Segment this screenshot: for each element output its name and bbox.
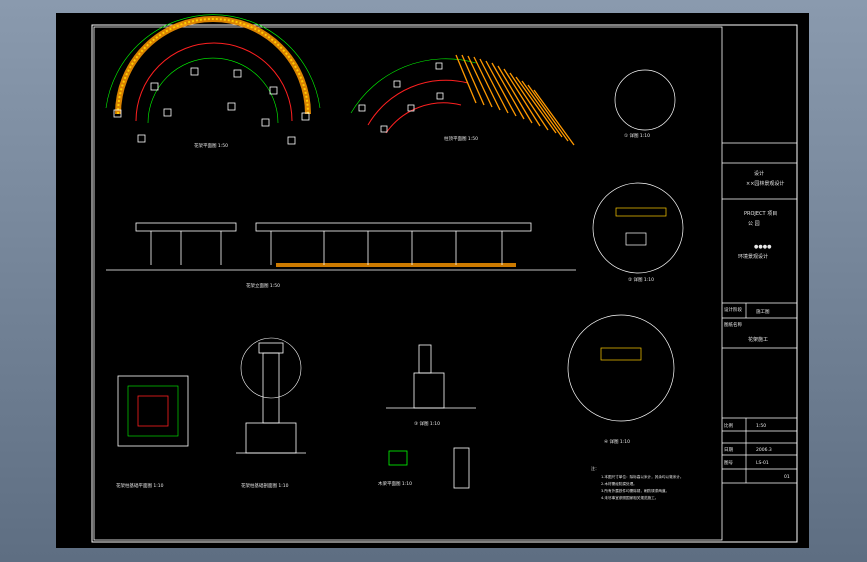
- project-name: 公 园: [748, 221, 760, 227]
- plan-roof-view: 花架平面图 1:50: [105, 14, 321, 149]
- column-plan-view: 花架柱基础平面图 1:10: [116, 375, 189, 489]
- column-section-view: 花架柱基础剖面图 1:10: [236, 337, 306, 489]
- sheet-label: 图纸名称: [724, 321, 742, 328]
- elevation-view: 花架立面图 1:50: [106, 222, 576, 289]
- outer-frame: [91, 24, 798, 543]
- page-number: 01: [784, 474, 790, 480]
- note-line: 4.未尽事宜参照国家相关规范施工。: [601, 495, 658, 500]
- detail-4-caption: ④ 详图 1:10: [604, 438, 630, 445]
- notes-title: 注：: [591, 465, 599, 471]
- beam-section-view: 木梁平面图 1:10: [378, 447, 470, 489]
- elevation-caption: 花架立面图 1:50: [246, 282, 280, 289]
- detail-3-caption: ③ 详图 1:10: [414, 420, 440, 427]
- column-plan-caption: 花架柱基础平面图 1:10: [116, 482, 164, 489]
- column-section-caption: 花架柱基础剖面图 1:10: [241, 482, 289, 489]
- stage-label: 设计阶段: [724, 306, 742, 313]
- drawing-sheet: 设计 ××园林景观设计 PROJECT 项目 公 园 ●●●● 环境景观设计 设…: [56, 13, 809, 548]
- note-line: 2.木材需经防腐处理。: [601, 481, 637, 486]
- detail-circles: [567, 69, 684, 422]
- detail-3-view: ③ 详图 1:10: [386, 344, 476, 427]
- title-block: [722, 142, 797, 484]
- scale-value: 1:50: [756, 423, 766, 429]
- design-unit-label: 设计: [754, 170, 764, 177]
- detail-1-caption: ① 详图 1:10: [624, 132, 650, 139]
- drawing-label: ●●●●: [754, 244, 772, 250]
- date-value: 2006.3: [756, 447, 772, 453]
- design-unit: ××园林景观设计: [746, 180, 784, 187]
- scale-label: 比例: [724, 422, 733, 429]
- sheet-value: 花架施工: [748, 336, 768, 343]
- plan-column-view: 柱顶平面图 1:50: [350, 54, 575, 146]
- number-label: 图号: [724, 460, 733, 466]
- beam-section-caption: 木梁平面图 1:10: [378, 480, 412, 487]
- project-label: PROJECT 项目: [744, 211, 777, 217]
- note-line: 1.本图尺寸单位：除标高以米计，其余均以毫米计。: [601, 474, 684, 479]
- plan-column-caption: 柱顶平面图 1:50: [444, 135, 478, 142]
- number-value: LS-01: [756, 460, 769, 466]
- detail-2-caption: ② 详图 1:10: [628, 276, 654, 283]
- inner-frame: [93, 26, 723, 541]
- date-label: 日期: [724, 447, 733, 453]
- drawing-canvas: 设计 ××园林景观设计 PROJECT 项目 公 园 ●●●● 环境景观设计 设…: [91, 14, 798, 543]
- plan-roof-caption: 花架平面图 1:50: [194, 142, 228, 149]
- stage-value: 施工图: [756, 308, 770, 315]
- notes-block: 注： 1.本图尺寸单位：除标高以米计，其余均以毫米计。 2.木材需经防腐处理。 …: [591, 465, 684, 500]
- note-line: 3.所有外露铁件均需除锈，刷防锈漆两道。: [601, 488, 669, 493]
- drawing-name: 环境景观设计: [738, 253, 768, 260]
